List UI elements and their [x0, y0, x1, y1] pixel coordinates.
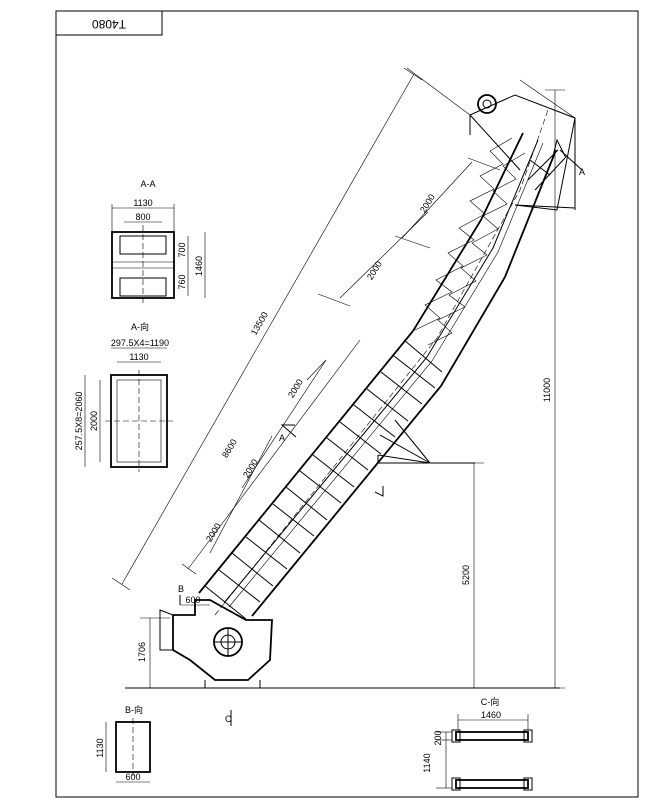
drawing-code: T4080	[92, 17, 126, 31]
aa-dim-outer-width: 1130	[133, 198, 152, 208]
view-b-dim-height: 1130	[95, 738, 105, 757]
dim-segment-4: 2000	[241, 457, 260, 479]
view-c-dim-top: 200	[433, 730, 443, 745]
tube-axis	[214, 109, 549, 616]
view-c-title: C-向	[481, 696, 500, 707]
view-label-c: C	[225, 714, 232, 724]
view-c-dim-height: 1140	[422, 753, 432, 772]
dim-lower-length: 8600	[220, 437, 239, 459]
dim-segment-5: 2000	[204, 521, 223, 543]
view-b: B-向	[105, 704, 151, 783]
tube-centerline-shaft	[223, 139, 539, 604]
tube-upper-edge	[198, 132, 524, 594]
view-a-title: A-向	[131, 321, 149, 332]
dim-inlet-height: 1706	[137, 642, 147, 662]
sheet-border	[55, 10, 639, 798]
section-aa-title: A-A	[140, 179, 155, 189]
dim-support-height: 5200	[461, 565, 471, 585]
aa-dim-lower: 760	[177, 274, 187, 289]
upper-flights	[414, 137, 526, 346]
section-arrow-mid-left	[280, 424, 297, 438]
view-a: A-向	[84, 321, 173, 472]
section-label-a-top: A	[579, 167, 585, 177]
tube-shaft-line	[228, 142, 544, 608]
view-b-dim-width: 600	[125, 772, 140, 782]
drive-motor-icon	[477, 94, 497, 114]
view-c-dim-width: 1460	[481, 710, 501, 720]
dim-inlet-width: 600	[185, 595, 200, 605]
tube-lower-edge	[251, 149, 557, 617]
view-a-dim-holes-width: 297.5X4=1190	[111, 338, 169, 348]
dim-inclined	[111, 67, 501, 591]
tail-housing	[159, 599, 273, 688]
upper-frame	[406, 67, 576, 211]
section-aa: A-A	[111, 179, 206, 305]
aa-dim-upper: 700	[177, 242, 187, 257]
aa-dim-inner-width: 800	[135, 212, 150, 222]
title-block	[55, 10, 163, 36]
view-c: C-向	[436, 696, 533, 791]
middle-support	[377, 419, 475, 464]
screw-flights	[204, 339, 443, 620]
view-b-title: B-向	[125, 704, 143, 715]
aa-dim-height: 1460	[194, 256, 204, 276]
dim-total-height: 11000	[542, 378, 552, 402]
section-arrow-mid-right	[374, 486, 384, 497]
dim-segment-2: 2000	[365, 259, 384, 281]
dim-total-length: 13500	[249, 310, 270, 337]
view-a-dim-height: 2000	[89, 411, 99, 431]
view-label-b: B	[178, 584, 184, 594]
view-a-dim-holes-height: 257.5X8=2060	[74, 392, 84, 451]
dim-vertical	[140, 89, 565, 689]
main-view: A A B C 13500 8600 2000 2000 2000 200	[111, 67, 585, 726]
view-a-dim-width: 1130	[129, 352, 148, 362]
section-label-a-mid: A	[279, 433, 285, 443]
